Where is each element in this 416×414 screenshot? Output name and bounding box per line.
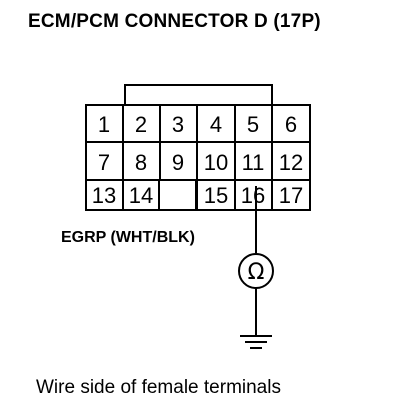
- pin-label: 2: [135, 112, 147, 137]
- pin-label: 4: [210, 112, 222, 137]
- pin-label: 8: [135, 150, 147, 175]
- diagram-title: ECM/PCM CONNECTOR D (17P): [28, 11, 321, 32]
- pin-label: 17: [279, 183, 303, 208]
- pin-label: 15: [204, 183, 228, 208]
- pin-label: 1: [98, 112, 110, 137]
- pin-label: 9: [172, 150, 184, 175]
- pin-label: 10: [204, 150, 228, 175]
- pin-label: 13: [92, 183, 116, 208]
- pin-label: 11: [242, 150, 265, 175]
- terminal-cavity-14: [122, 179, 160, 211]
- pin-label: 16: [241, 183, 265, 208]
- ground-icon: [240, 335, 272, 349]
- pin-label: 5: [247, 112, 259, 137]
- pin-label: 3: [172, 112, 184, 137]
- connector-lock-tab: [124, 84, 273, 105]
- pin-label: 12: [279, 150, 303, 175]
- signal-wire-label: EGRP (WHT/BLK): [61, 229, 195, 246]
- pin-label: 14: [129, 183, 153, 208]
- view-caption: Wire side of female terminals: [36, 377, 281, 398]
- pin-label: 6: [285, 112, 297, 137]
- terminal-cavity-17: [271, 179, 311, 211]
- pin-label: 7: [98, 150, 110, 175]
- ohm-symbol: Ω: [248, 260, 265, 285]
